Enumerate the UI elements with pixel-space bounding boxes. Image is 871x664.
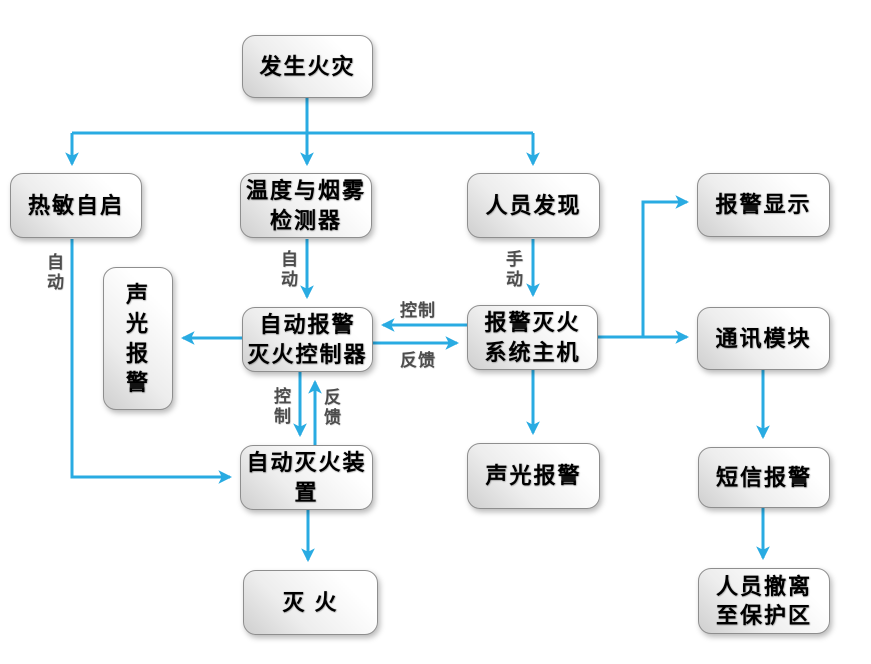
node-person-discovers: 人员发现	[467, 173, 600, 238]
edge-label-feedback-horizontal: 反馈	[400, 350, 436, 370]
node-av-alarm-mid: 声光报警	[467, 443, 600, 509]
node-temp-smoke-detector: 温度与烟雾 检测器	[240, 173, 372, 238]
node-evacuate: 人员撤离 至保护区	[698, 568, 830, 634]
edge-label-auto-mid: 自 动	[281, 249, 299, 289]
node-auto-extinguisher: 自动灭火装置	[240, 445, 373, 510]
edge-label-feedback-vertical: 反 馈	[324, 387, 342, 427]
edge-label-control-horizontal: 控制	[400, 300, 436, 320]
edge-label-control-vertical: 控 制	[274, 386, 292, 426]
edge-host-to-alarm-display	[598, 195, 690, 339]
node-auto-alarm-controller: 自动报警 灭火控制器	[242, 307, 373, 372]
edge-thermal-to-extinguisher	[70, 239, 233, 484]
node-fire-occurs: 发生火灾	[242, 35, 373, 98]
node-alarm-display: 报警显示	[697, 173, 830, 237]
node-thermal-autostart: 热敏自启	[10, 173, 142, 238]
node-av-alarm-left: 声 光 报 警	[103, 267, 173, 410]
node-alarm-system-host: 报警灭火 系统主机	[467, 305, 598, 370]
node-sms-alarm: 短信报警	[698, 447, 830, 508]
node-extinguish: 灭 火	[243, 570, 378, 635]
edge-label-auto-left: 自 动	[47, 252, 65, 292]
edge-label-manual: 手 动	[506, 249, 524, 289]
node-comm-module: 通讯模块	[697, 307, 830, 370]
